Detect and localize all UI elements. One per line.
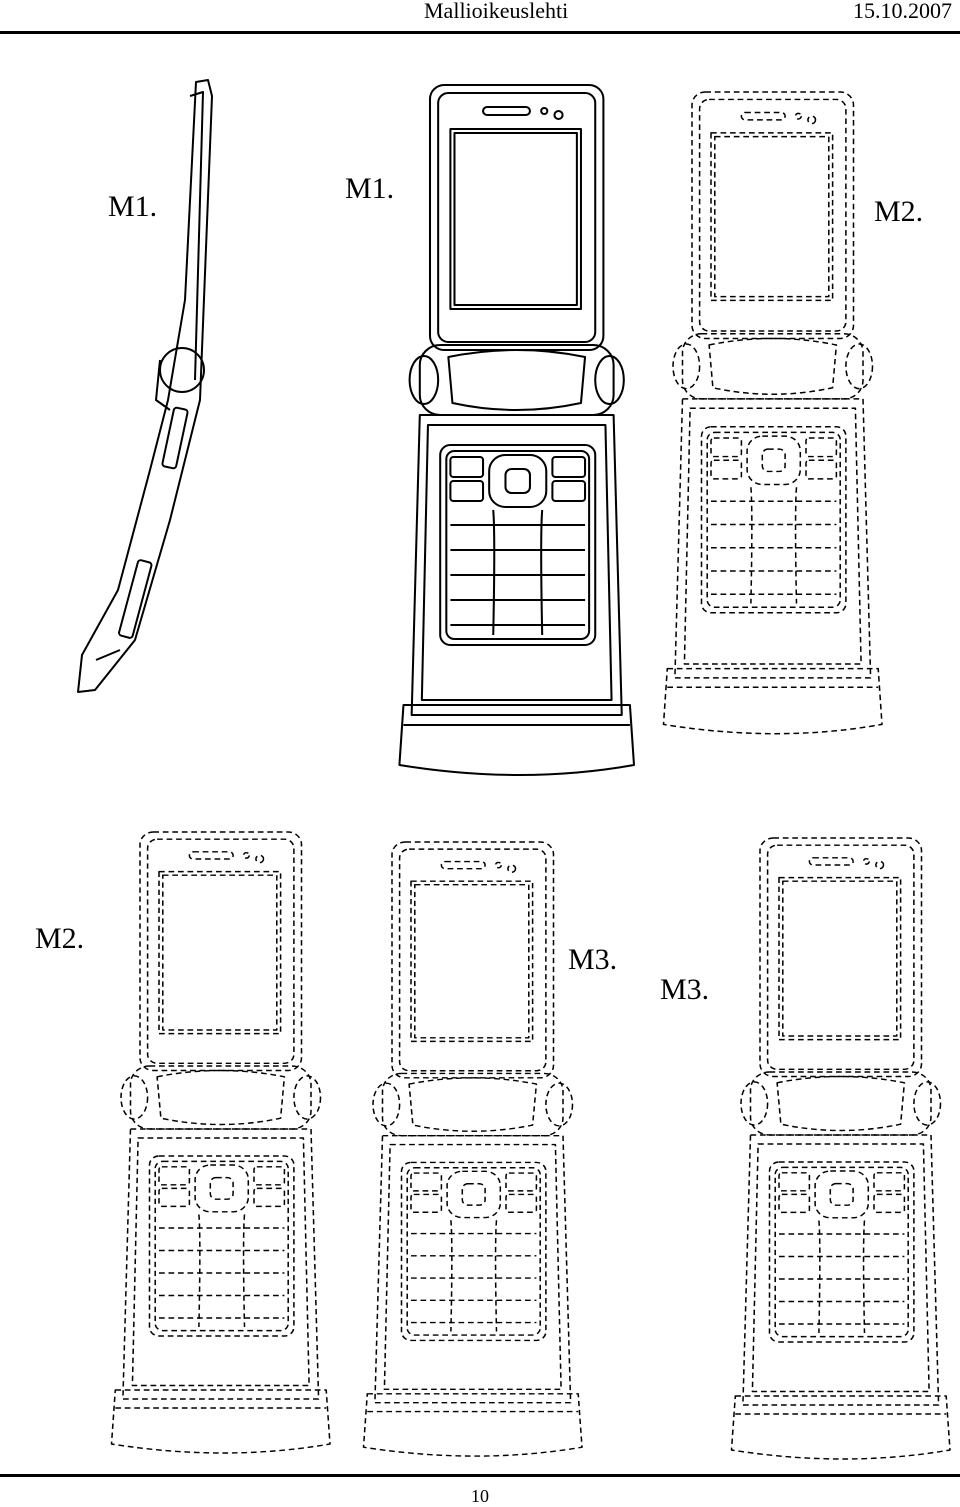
front-view-m1-drawing (398, 83, 636, 777)
figure-label-m2-bottom: M2. (35, 922, 85, 955)
front-view-m3-right-drawing (730, 837, 951, 1460)
figure-label-m3-middle: M3. (568, 943, 618, 976)
page-number: 10 (471, 1486, 489, 1506)
side-view-drawing (77, 79, 213, 693)
figure-label-m3-right: M3. (660, 973, 710, 1006)
front-view-m2-top-drawing (662, 91, 883, 735)
issue-date: 15.10.2007 (853, 0, 952, 23)
front-view-m3-middle-drawing (362, 841, 583, 1457)
header-rule (0, 31, 960, 34)
figure-label-m1-front: M1. (345, 172, 395, 205)
journal-title: Mallioikeuslehti (424, 0, 569, 23)
footer-rule (0, 1474, 960, 1477)
figure-label-m1-side: M1. (108, 190, 158, 223)
figure-label-m2-top: M2. (874, 195, 924, 228)
front-view-m2-bottom-drawing (110, 831, 331, 1454)
